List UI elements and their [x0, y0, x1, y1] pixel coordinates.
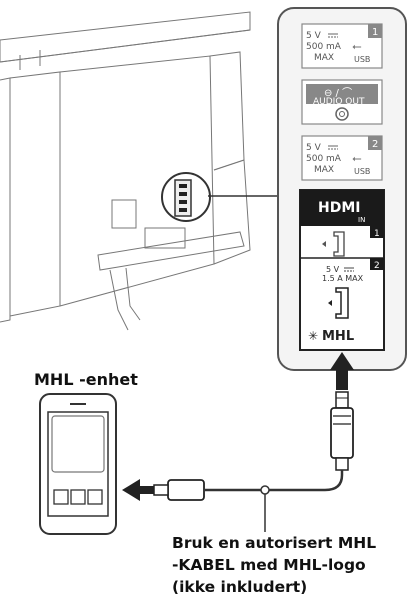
usb-port-2: 5 V 500 mA MAX 2 ⭠ USB — [301, 135, 383, 181]
svg-text:1: 1 — [374, 229, 380, 239]
caption-line-1: Bruk en autorisert MHL — [172, 534, 377, 552]
usb-icon: ⭠ — [352, 39, 362, 53]
svg-text:5 V: 5 V — [326, 265, 340, 274]
mhl-device-icon — [39, 393, 117, 535]
svg-text:500 mA: 500 mA — [306, 42, 342, 52]
svg-text:1.5 A MAX: 1.5 A MAX — [322, 274, 364, 283]
arrow-up-icon — [330, 352, 354, 390]
caption-line-2: -KABEL med MHL-logo — [172, 556, 366, 574]
svg-text:MAX: MAX — [314, 53, 334, 63]
cable-caption: Bruk en autorisert MHL -KABEL med MHL-lo… — [172, 532, 376, 598]
svg-text:2: 2 — [372, 139, 378, 150]
usb-port-1: 5 V 500 mA MAX 1 ⭠ USB — [301, 23, 383, 69]
svg-text:1: 1 — [372, 27, 378, 38]
arrow-left-icon — [122, 479, 140, 501]
audio-jack-icon — [335, 107, 349, 121]
svg-text:USB: USB — [354, 55, 370, 64]
side-panel: 5 V 500 mA MAX 1 ⭠ USB ⊖ / ⌒ AUDIO OUT 5… — [277, 7, 407, 371]
svg-text:USB: USB — [354, 167, 370, 176]
device-label: MHL -enhet — [34, 370, 138, 389]
svg-text:AUDIO OUT: AUDIO OUT — [313, 97, 365, 107]
svg-text:5 V: 5 V — [306, 31, 322, 41]
audio-out-port: ⊖ / ⌒ AUDIO OUT — [301, 79, 383, 125]
svg-text:⊖ / ⌒: ⊖ / ⌒ — [324, 87, 352, 99]
micro-usb-plug — [140, 479, 205, 501]
hdmi-block: HDMI IN 1 2 5 V 1.5 A MAX ✳ MHL — [299, 189, 385, 351]
mhl-logo: MHL — [322, 329, 354, 344]
hdmi-port-1-icon — [322, 231, 345, 257]
svg-text:500 mA: 500 mA — [306, 154, 342, 164]
port-callout — [161, 172, 211, 222]
tv-back — [0, 11, 251, 331]
svg-text:2: 2 — [374, 261, 380, 271]
svg-text:IN: IN — [358, 216, 365, 224]
star-icon: ✳ — [308, 329, 318, 343]
hdmi-port-2-icon — [328, 287, 349, 319]
mhl-cable-plug — [330, 391, 354, 471]
caption-line-3: (ikke inkludert) — [172, 578, 308, 596]
caption-pointer — [260, 485, 270, 532]
mhl-cable — [205, 470, 344, 492]
svg-text:MAX: MAX — [314, 165, 334, 175]
hdmi-logo: HDMI — [318, 200, 360, 216]
svg-text:5 V: 5 V — [306, 143, 322, 153]
usb-icon: ⭠ — [352, 151, 362, 165]
